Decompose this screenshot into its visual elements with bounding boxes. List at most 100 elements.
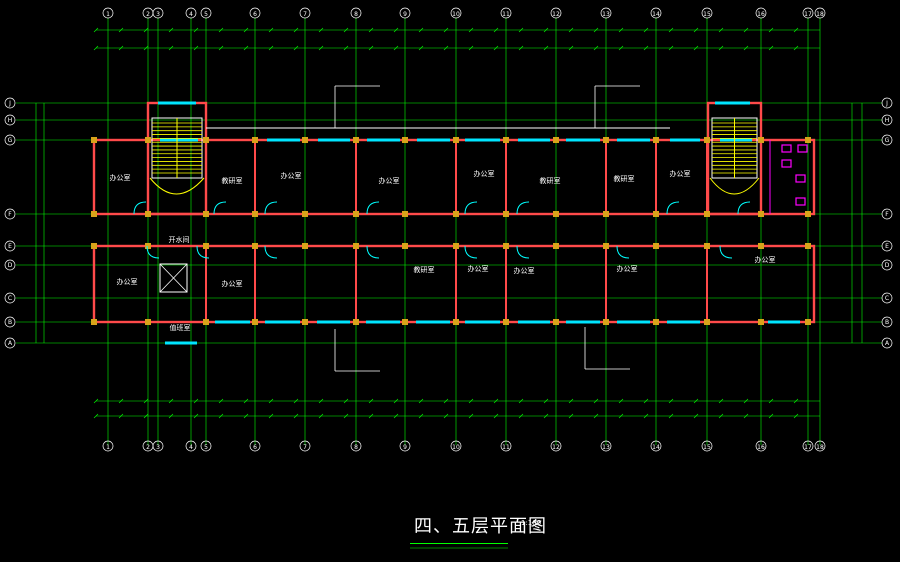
grid-bubble-right-D: [881, 259, 893, 271]
grid-bubble-bottom-3: [152, 440, 164, 452]
grid-label-top-2: 2: [146, 11, 150, 18]
grid-bubble-bottom-8: [350, 440, 362, 452]
column-b-14: [805, 319, 811, 325]
grid-bubble-bottom-12: [550, 440, 562, 452]
dimension-tick: [443, 398, 449, 404]
grid-bubble-left-G: [4, 134, 16, 146]
column-f-4: [302, 211, 308, 217]
dimension-tick: [568, 398, 574, 404]
grid-bubble-left-E: [4, 240, 16, 252]
grid-bubble-top-7: [299, 7, 311, 19]
dimension-tick: [493, 413, 499, 419]
grid-bubble-top-12: [550, 7, 562, 19]
grid-label-bottom-5: 5: [204, 444, 208, 451]
column-n-11: [653, 137, 659, 143]
dimension-tick: [218, 27, 224, 33]
column-f-14: [805, 211, 811, 217]
column-n-7: [453, 137, 459, 143]
grid-label-bottom-12: 12: [552, 444, 560, 451]
grid-bubble-bottom-16: [755, 440, 767, 452]
grid-bubble-bottom-5: [200, 440, 212, 452]
dimension-tick: [543, 45, 549, 51]
column-b-3: [252, 319, 258, 325]
grid-label-top-15: 15: [703, 11, 711, 18]
dimension-tick: [93, 27, 99, 33]
dimension-tick: [693, 27, 699, 33]
grid-label-top-6: 6: [253, 11, 257, 18]
grid-label-bottom-14: 14: [652, 444, 660, 451]
dimension-tick: [243, 413, 249, 419]
column-e-2: [203, 243, 209, 249]
grid-label-bottom-7: 7: [303, 444, 307, 451]
grid-label-right-H: H: [885, 117, 890, 124]
column-e-13: [758, 243, 764, 249]
room-label-8: 开水间: [169, 235, 190, 244]
dimension-tick: [593, 45, 599, 51]
grid-label-left-J: J: [8, 100, 11, 107]
dimension-tick: [193, 45, 199, 51]
room-label-11: 教研室: [414, 265, 435, 274]
dimension-tick: [468, 45, 474, 51]
column-n-3: [252, 137, 258, 143]
column-f-6: [402, 211, 408, 217]
column-n-12: [704, 137, 710, 143]
grid-label-top-18: 18: [816, 11, 824, 18]
grid-label-right-D: D: [885, 262, 890, 269]
column-e-4: [302, 243, 308, 249]
dimension-tick: [668, 398, 674, 404]
dimension-tick: [443, 45, 449, 51]
room-label-6: 教研室: [614, 174, 635, 183]
grid-label-top-4: 4: [189, 11, 193, 18]
grid-label-top-12: 12: [552, 11, 560, 18]
grid-bubble-bottom-7: [299, 440, 311, 452]
grid-bubble-right-H: [881, 114, 893, 126]
column-b-8: [503, 319, 509, 325]
dimension-tick: [418, 27, 424, 33]
column-b-1: [145, 319, 151, 325]
column-e-1: [145, 243, 151, 249]
grid-bubble-bottom-18: [814, 440, 826, 452]
dimension-tick: [243, 27, 249, 33]
column-n-13: [758, 137, 764, 143]
dimension-tick: [268, 413, 274, 419]
dimension-tick: [368, 45, 374, 51]
dimension-tick: [243, 398, 249, 404]
grid-bubble-bottom-1: [102, 440, 114, 452]
dimension-tick: [343, 398, 349, 404]
dimension-tick: [143, 413, 149, 419]
dimension-tick: [618, 27, 624, 33]
column-b-5: [353, 319, 359, 325]
dimension-tick: [268, 45, 274, 51]
grid-label-right-G: G: [885, 137, 890, 144]
grid-bubble-left-C: [4, 292, 16, 304]
column-n-6: [402, 137, 408, 143]
column-b-12: [704, 319, 710, 325]
column-e-6: [402, 243, 408, 249]
column-b-10: [603, 319, 609, 325]
dimension-tick: [193, 27, 199, 33]
column-e-5: [353, 243, 359, 249]
dimension-tick: [393, 413, 399, 419]
door-south-3: [366, 245, 380, 259]
dimension-tick: [293, 27, 299, 33]
dimension-tick: [118, 398, 124, 404]
dimension-tick: [318, 398, 324, 404]
elevator-cross: [159, 263, 188, 293]
dimension-tick: [93, 398, 99, 404]
dimension-tick: [143, 45, 149, 51]
column-e-7: [453, 243, 459, 249]
title-underline: [410, 543, 508, 544]
door-south-5: [516, 245, 530, 259]
toilet-fixture-2: [781, 159, 792, 168]
dimension-tick: [518, 27, 524, 33]
dimension-tick: [518, 398, 524, 404]
column-e-12: [704, 243, 710, 249]
grid-label-bottom-18: 18: [816, 444, 824, 451]
dimension-tick: [243, 45, 249, 51]
dimension-tick: [343, 27, 349, 33]
column-b-6: [402, 319, 408, 325]
dimension-tick: [643, 27, 649, 33]
grid-bubble-bottom-9: [399, 440, 411, 452]
dimension-tick: [593, 398, 599, 404]
dimension-tick: [368, 398, 374, 404]
